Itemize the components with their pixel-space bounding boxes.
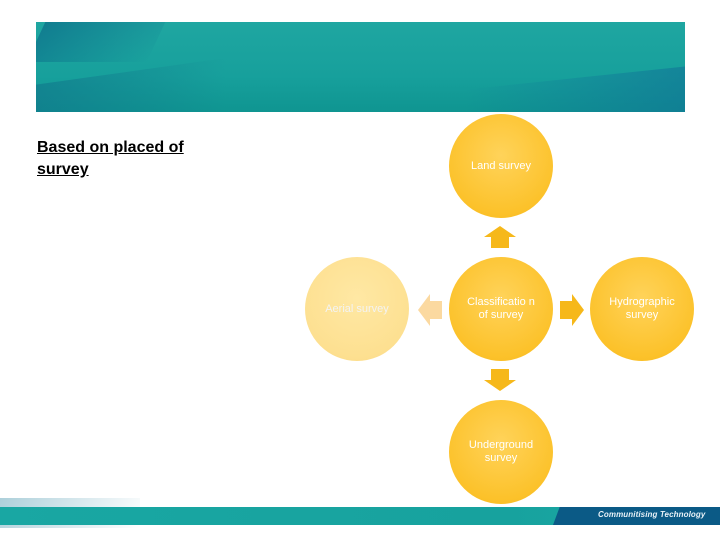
footer-tagline: Communitising Technology bbox=[598, 510, 706, 519]
node-underground-survey: Underground survey bbox=[449, 400, 553, 504]
node-aerial-survey: Aerial survey bbox=[305, 257, 409, 361]
banner-decoration bbox=[36, 57, 226, 112]
arrow-up-icon bbox=[484, 226, 516, 248]
node-label: Hydrographic survey bbox=[609, 296, 675, 321]
node-classification: Classificatio n of survey bbox=[449, 257, 553, 361]
node-label: Classificatio n of survey bbox=[467, 296, 535, 321]
node-label: Land survey bbox=[471, 159, 531, 172]
node-label: Aerial survey bbox=[325, 302, 389, 315]
arrow-down-icon bbox=[484, 369, 516, 391]
footer-band bbox=[0, 507, 720, 525]
slide-heading: Based on placed of survey bbox=[37, 139, 184, 178]
node-land-survey: Land survey bbox=[449, 114, 553, 218]
header-banner bbox=[36, 22, 685, 112]
arrow-left-icon bbox=[418, 294, 442, 326]
arrow-right-icon bbox=[560, 294, 584, 326]
node-label: Underground survey bbox=[468, 439, 534, 464]
footer-tag bbox=[553, 507, 720, 525]
banner-decoration bbox=[36, 22, 166, 62]
banner-decoration bbox=[465, 64, 685, 112]
node-hydrographic-survey: Hydrographic survey bbox=[590, 257, 694, 361]
